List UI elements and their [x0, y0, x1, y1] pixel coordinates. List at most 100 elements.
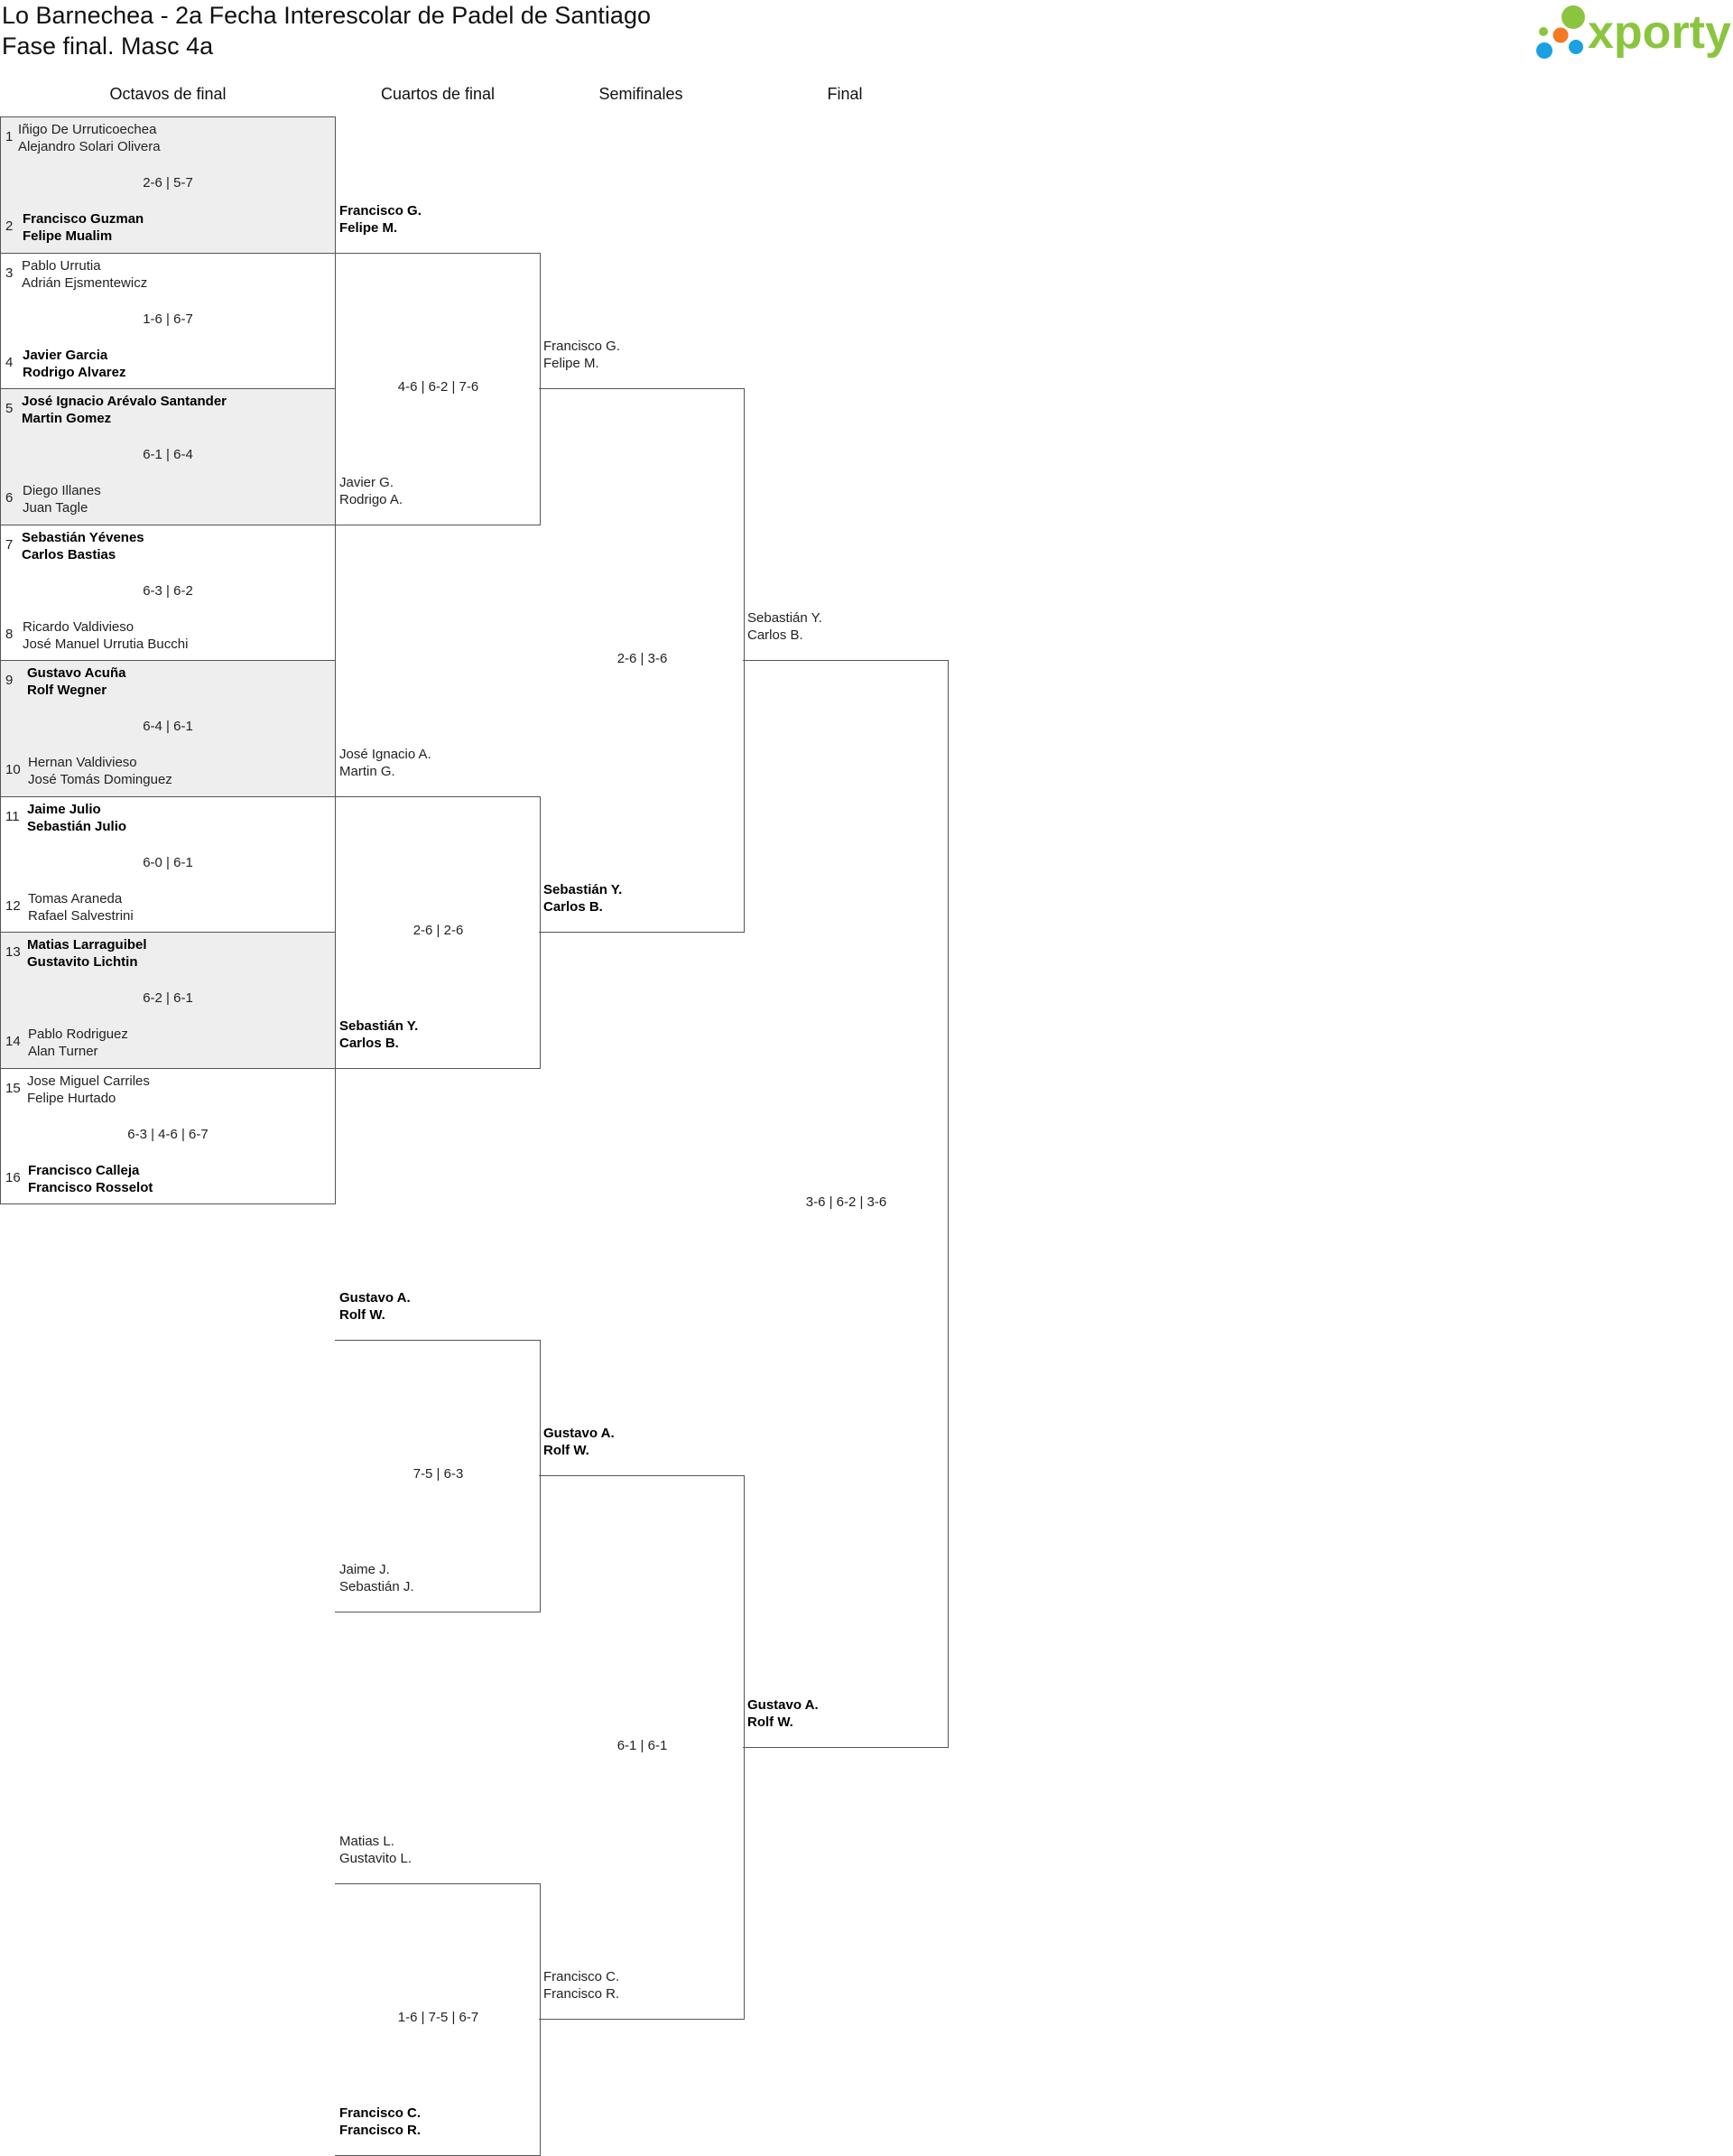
- r16-match-8: [0, 1067, 336, 1204]
- player-name: Rolf W.: [339, 1306, 385, 1323]
- player-name: Sebastián Y.: [747, 610, 822, 626]
- seed-number: 6: [5, 490, 14, 506]
- player-name: Sebastián J.: [339, 1578, 414, 1594]
- match-score: 4-6 | 6-2 | 7-6: [397, 379, 479, 395]
- player-name: Rolf W.: [747, 1715, 793, 1730]
- player-name: José Ignacio A.: [339, 746, 431, 762]
- team-top: Gustavo A. Rolf W.: [543, 1425, 615, 1459]
- player-name: Juan Tagle: [23, 500, 88, 516]
- logo-dot-green-top: [1562, 5, 1585, 29]
- match-score: 1-6 | 6-7: [143, 311, 193, 327]
- team-top: Francisco G.Felipe M.: [339, 202, 422, 237]
- player-name: Gustavo A.: [543, 1426, 615, 1441]
- player-name: Diego Illanes: [23, 483, 101, 498]
- team-bottom: Francisco C. Francisco R.: [543, 1968, 619, 2003]
- match-score: 6-2 | 6-1: [143, 990, 193, 1006]
- seed-number: 14: [5, 1034, 21, 1049]
- seed-number: 16: [5, 1169, 21, 1185]
- player-name: José Manuel Urrutia Bucchi: [23, 636, 189, 652]
- match-score: 3-6 | 6-2 | 3-6: [805, 1194, 887, 1210]
- match-score: 2-6 | 2-6: [412, 923, 464, 938]
- player-name: Francisco Calleja: [28, 1162, 140, 1178]
- player-name: Jaime Julio: [27, 801, 101, 817]
- team-bottom: Francisco C.Francisco R.: [339, 2105, 421, 2139]
- player-name: Javier G.: [339, 474, 394, 490]
- team-top: Sebastián Y.Carlos B.: [747, 609, 822, 644]
- player-name: Felipe M.: [543, 356, 599, 371]
- match-score: 6-4 | 6-1: [143, 719, 193, 734]
- player-name: Adrián Ejsmentewicz: [22, 274, 148, 291]
- player-name: Rodrigo Alvarez: [23, 364, 126, 380]
- seed-number: 10: [5, 762, 21, 777]
- match-score: 6-3 | 4-6 | 6-7: [127, 1126, 209, 1142]
- xporty-logo: xporty: [1536, 5, 1731, 59]
- player-name: Gustavo A.: [339, 1289, 411, 1306]
- r16-match-3: [0, 388, 336, 525]
- player-name: Javier Garcia: [23, 347, 108, 363]
- player-name: Tomas Araneda: [28, 890, 123, 906]
- seed-number: 3: [5, 265, 14, 281]
- player-name: José Tomás Dominguez: [28, 772, 172, 787]
- player-name: Francisco C.: [543, 1969, 620, 1984]
- player-name: Rodrigo A.: [339, 491, 403, 507]
- player-name: Hernan Valdivieso: [28, 755, 137, 770]
- r16-match-5: [0, 660, 336, 797]
- player-name: Carlos B.: [543, 899, 603, 915]
- match-score: 1-6 | 7-5 | 6-7: [397, 2010, 479, 2025]
- player-name: Felipe M.: [339, 219, 398, 236]
- seed-number: 7: [5, 536, 14, 553]
- r16-match-1: [0, 116, 336, 254]
- round-title-qf: Cuartos de final: [380, 85, 496, 103]
- seed-number: 5: [5, 401, 14, 416]
- seed-number: 2: [5, 218, 14, 234]
- player-name: Francisco R.: [543, 1986, 620, 2002]
- player-name: Carlos B.: [747, 627, 803, 643]
- player-name: Carlos B.: [339, 1035, 399, 1051]
- r16-match-7: [0, 932, 336, 1069]
- player-name: Francisco G.: [339, 202, 422, 218]
- player-name: Matias L.: [339, 1833, 394, 1849]
- match-score: 6-1 | 6-4: [143, 447, 193, 462]
- player-name: Francisco G.: [543, 339, 621, 354]
- player-name: Rolf W.: [543, 1443, 589, 1458]
- player-name: Jaime J.: [339, 1561, 390, 1577]
- seed-number: 15: [5, 1080, 21, 1096]
- team-bottom: Sebastián Y.Carlos B.: [543, 881, 622, 915]
- player-name: Gustavo Acuña: [27, 665, 126, 681]
- player-name: Rolf Wegner: [27, 683, 107, 698]
- player-name: Sebastián Julio: [27, 818, 127, 834]
- match-score: 2-6 | 5-7: [143, 175, 193, 191]
- team-top: José Ignacio A.Martin G.: [339, 746, 431, 780]
- player-name: Sebastián Y.: [339, 1018, 419, 1034]
- seed-number: 12: [5, 897, 21, 914]
- player-name: Matias Larraguibel: [27, 937, 147, 953]
- round-title-sf: Semifinales: [598, 85, 683, 103]
- team-bottom: Javier G.Rodrigo A.: [339, 474, 403, 508]
- player-name: Ricardo Valdivieso: [23, 618, 134, 635]
- player-name: Carlos Bastias: [22, 546, 116, 562]
- player-name: Gustavito L.: [339, 1850, 412, 1866]
- logo-dot-blue-left: [1536, 42, 1552, 59]
- player-name: Gustavito Lichtin: [27, 954, 138, 970]
- seed-number: 4: [5, 354, 14, 370]
- match-score: 6-3 | 6-2: [143, 582, 193, 599]
- logo-text: xporty: [1588, 6, 1731, 59]
- match-score: 6-0 | 6-1: [143, 854, 193, 870]
- logo-dot-orange: [1552, 27, 1569, 43]
- logo-dot-blue-right: [1569, 40, 1583, 54]
- player-name: Francisco Guzman: [23, 211, 144, 227]
- player-name: Martin G.: [339, 763, 395, 779]
- match-score: 7-5 | 6-3: [412, 1466, 464, 1482]
